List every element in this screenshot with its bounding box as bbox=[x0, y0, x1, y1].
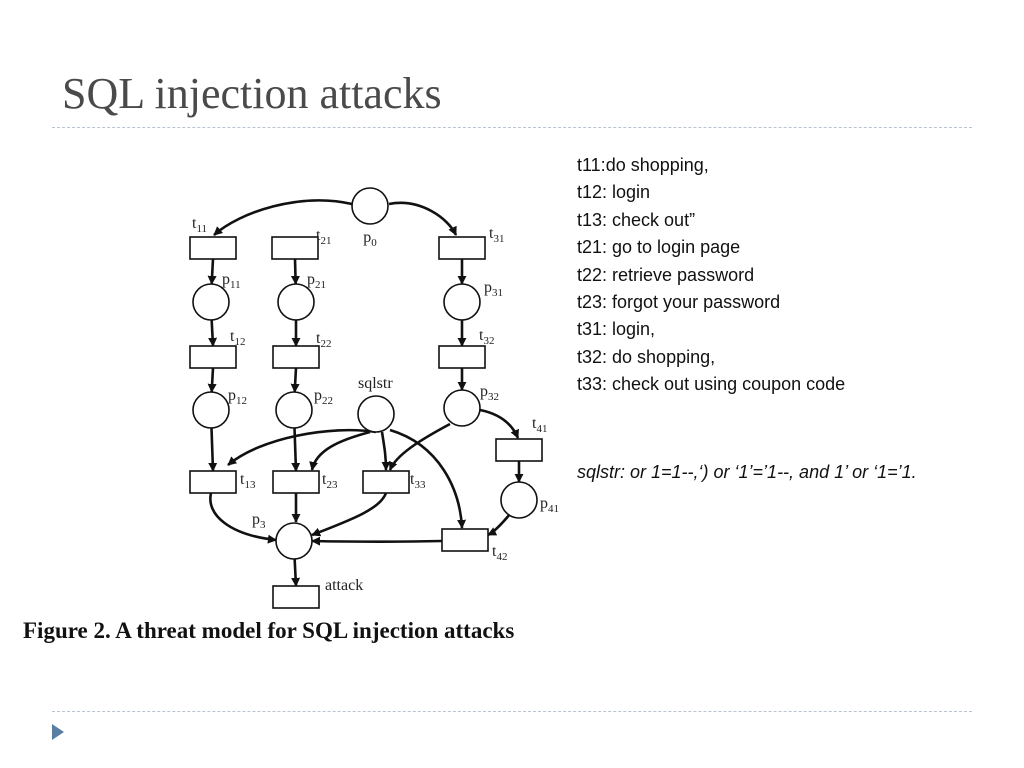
transition-t33 bbox=[362, 470, 410, 494]
arc-t12-to-p12 bbox=[207, 367, 217, 393]
label-p31: p31 bbox=[484, 279, 503, 299]
arc-t42-to-p3 bbox=[311, 536, 443, 546]
label-t21: t21 bbox=[316, 227, 331, 247]
arc-p12-to-t13 bbox=[208, 427, 218, 472]
label-p11: p11 bbox=[222, 271, 241, 291]
label-t22: t22 bbox=[316, 330, 331, 350]
place-p21 bbox=[277, 283, 315, 321]
arc-t13-to-p3 bbox=[209, 492, 277, 544]
arc-p0-to-t31 bbox=[388, 201, 458, 236]
figure-caption: Figure 2. A threat model for SQL injecti… bbox=[23, 618, 515, 643]
transition-t12 bbox=[189, 345, 237, 369]
place-p22 bbox=[275, 391, 313, 429]
label-t42: t42 bbox=[492, 543, 507, 563]
arc-t11-to-p11 bbox=[207, 258, 217, 285]
place-p32 bbox=[443, 389, 481, 427]
legend-line: t12: login bbox=[577, 182, 651, 203]
transition-t32 bbox=[438, 345, 486, 369]
label-sqlstr: sqlstr bbox=[358, 375, 393, 392]
label-t11: t11 bbox=[192, 215, 207, 235]
label-t13: t13 bbox=[240, 471, 256, 491]
arcs-layer bbox=[207, 199, 524, 587]
place-p3 bbox=[275, 522, 313, 560]
slide-title: SQL injection attacks bbox=[62, 69, 442, 118]
arc-p41-to-t42 bbox=[487, 513, 511, 537]
footer-divider bbox=[52, 711, 972, 712]
legend-line: t22: retrieve password bbox=[577, 264, 755, 285]
arc-p22-to-t23 bbox=[291, 427, 301, 472]
arc-sqlstr-to-t13 bbox=[227, 428, 377, 466]
legend-line: t31: login, bbox=[577, 319, 656, 340]
arc-p32-to-t41 bbox=[479, 408, 520, 439]
transition-t11 bbox=[189, 236, 237, 260]
transition-t41 bbox=[495, 438, 543, 462]
arc-p11-to-t12 bbox=[208, 319, 218, 347]
transition-t13 bbox=[189, 470, 237, 494]
label-t12: t12 bbox=[230, 328, 245, 348]
arc-t22-to-p22 bbox=[290, 367, 300, 393]
arc-t33-to-p3 bbox=[311, 492, 388, 537]
label-t32: t32 bbox=[479, 327, 494, 347]
arc-sqlstr-to-t23 bbox=[309, 430, 371, 471]
title-divider bbox=[52, 127, 972, 128]
label-t33: t33 bbox=[410, 471, 426, 491]
sqlstr-note: sqlstr: or 1=1--,‘) or ‘1’=’1--, and 1’ … bbox=[577, 462, 917, 482]
legend-line: t11:do shopping, bbox=[577, 155, 709, 175]
legend-line: t23: forgot your password bbox=[577, 292, 781, 313]
label-p41: p41 bbox=[540, 495, 559, 515]
arc-p3-to-attack bbox=[291, 558, 301, 587]
transition-legend: t11:do shopping, t12: login t13: check o… bbox=[577, 152, 845, 399]
legend-line: t32: do shopping, bbox=[577, 346, 716, 367]
arc-p0-to-t11 bbox=[213, 199, 353, 236]
transition-t23 bbox=[272, 470, 320, 494]
arc-t21-to-p21 bbox=[290, 258, 300, 285]
label-p0: p0 bbox=[363, 229, 377, 249]
transition-t42 bbox=[441, 528, 489, 552]
transition-t31 bbox=[438, 236, 486, 260]
legend-line: t33: check out using coupon code bbox=[577, 374, 846, 395]
label-t41: t41 bbox=[532, 415, 547, 435]
arc-p32-to-t33 bbox=[388, 422, 451, 471]
place-p11 bbox=[192, 283, 230, 321]
nodes-layer bbox=[189, 187, 543, 609]
triangle-bullet-icon bbox=[52, 724, 64, 740]
label-p32: p32 bbox=[480, 383, 499, 403]
label-t31: t31 bbox=[489, 225, 504, 245]
label-p3: p3 bbox=[252, 511, 266, 531]
legend-line: t21: go to login page bbox=[577, 237, 741, 258]
legend-line: t13: check out” bbox=[577, 209, 696, 230]
label-t23: t23 bbox=[322, 471, 338, 491]
label-attack: attack bbox=[325, 577, 363, 594]
place-sqlstr bbox=[357, 395, 395, 433]
labels-layer: p0 p11 p21 p31 p12 p22 sqlstr p32 p41 p3 t11 t21 t31… bbox=[192, 215, 559, 594]
place-p31 bbox=[443, 283, 481, 321]
arc-sqlstr-to-t33 bbox=[380, 431, 391, 471]
transition-t21 bbox=[271, 236, 319, 260]
transition-t22 bbox=[272, 345, 320, 369]
label-p21: p21 bbox=[307, 271, 326, 291]
place-p12 bbox=[192, 391, 230, 429]
label-p22: p22 bbox=[314, 387, 333, 407]
arc-sqlstr-to-t42 bbox=[389, 428, 467, 529]
transition-attack bbox=[272, 585, 320, 609]
label-p12: p12 bbox=[228, 387, 247, 407]
place-p0 bbox=[351, 187, 389, 225]
place-p41 bbox=[500, 481, 538, 519]
